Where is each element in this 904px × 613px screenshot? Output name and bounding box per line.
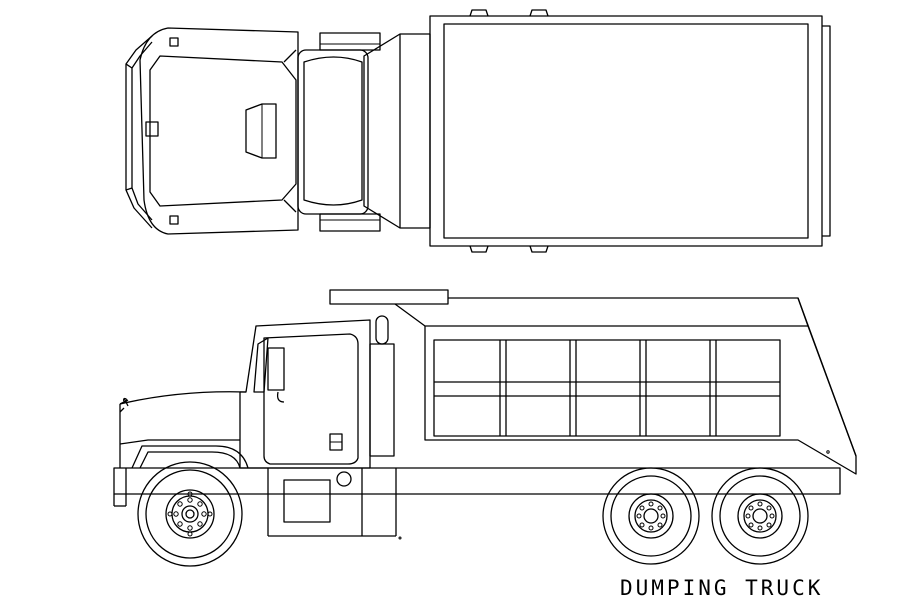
rear-wheel-2-lugs: [746, 502, 774, 530]
side-view-hood: [120, 392, 248, 468]
top-view-cab: [298, 33, 430, 231]
top-view: [126, 10, 830, 252]
drawing-caption: DUMPING TRUCK: [620, 576, 824, 600]
rear-wheel-1-lugs: [637, 502, 665, 530]
chassis-frame: [114, 468, 840, 539]
front-wheel: [138, 462, 242, 566]
rear-wheel-front-axle: [603, 468, 699, 564]
front-wheel-lugs: [168, 492, 212, 536]
side-view-cab: [240, 320, 370, 468]
top-view-bumper: [126, 36, 152, 228]
rear-wheel-rear-axle: [712, 468, 808, 564]
dump-body: [330, 290, 856, 474]
top-view-hood: [140, 28, 298, 234]
top-view-dump-bed: [430, 10, 830, 252]
side-view: [114, 290, 856, 566]
exhaust-stack: [370, 316, 394, 456]
